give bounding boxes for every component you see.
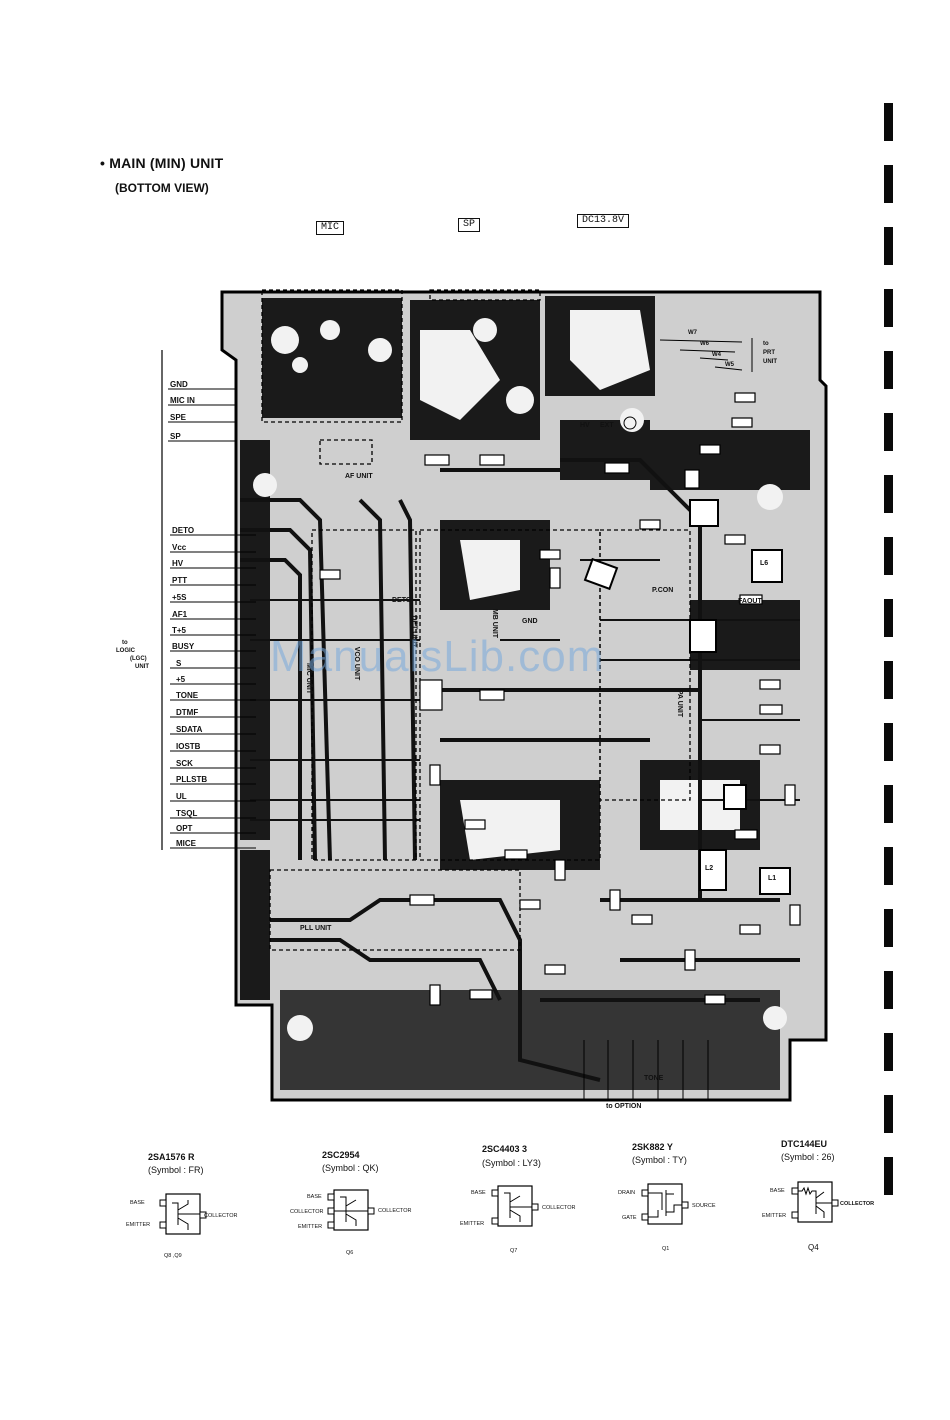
pin-label: PLLSTB — [176, 775, 208, 784]
pin-label: +5 — [176, 675, 186, 684]
logic-abbr-label: (LGC) — [130, 656, 147, 662]
transistor-name: 2SA1576 R — [148, 1152, 195, 1162]
wire-w6-label: W6 — [700, 341, 709, 347]
pcb-board — [161, 289, 828, 1102]
transistor-name: 2SK882 Y — [632, 1142, 673, 1152]
logic-name-label: LOGIC — [116, 648, 135, 654]
binder-holes — [884, 103, 893, 1195]
pin-label: TSQL — [176, 809, 198, 818]
pin-label: SPE — [170, 413, 187, 422]
prt-unit-name: PRT — [763, 350, 775, 356]
prt-unit-label: UNIT — [763, 359, 777, 365]
transistor-ref: Q4 — [808, 1243, 819, 1252]
logic-to-label: to — [122, 640, 128, 646]
pin-label: Vcc — [172, 543, 187, 552]
faout-label: FAOUT — [738, 598, 762, 605]
transistor-symbol: (Symbol : 26) — [781, 1152, 835, 1162]
pin-emitter: EMITTER — [298, 1224, 323, 1230]
pin-label: BUSY — [172, 642, 195, 651]
pin-base: BASE — [130, 1200, 145, 1206]
pin-label: SP — [170, 432, 181, 441]
pa-unit-label: PA UNIT — [676, 689, 684, 718]
transistor-package-icon — [327, 1189, 375, 1231]
pin-gate: GATE — [622, 1215, 637, 1221]
transistor-symbol: (Symbol : QK) — [322, 1163, 379, 1173]
pll-unit-label: PLL UNIT — [300, 925, 332, 932]
pin-label: DETO — [172, 526, 195, 535]
pin-emitter: EMITTER — [762, 1213, 787, 1219]
transistor-symbol: (Symbol : LY3) — [482, 1158, 541, 1168]
pin-label: MICE — [176, 839, 196, 848]
transistor-package-icon — [791, 1181, 839, 1223]
pin-label: AF1 — [172, 610, 188, 619]
transistor-name: 2SC2954 — [322, 1150, 360, 1160]
tone-board-label: TONE — [644, 1075, 664, 1082]
pin-collector: COLLECTOR — [204, 1213, 238, 1219]
pin-label: MIC IN — [170, 396, 195, 405]
option-label: to OPTION — [606, 1103, 642, 1110]
page-title: • MAIN (MIN) UNIT — [100, 155, 224, 171]
logic-unit-label: UNIT — [135, 664, 149, 670]
pin-label: GND — [170, 380, 188, 389]
transistor-symbol: (Symbol : TY) — [632, 1155, 687, 1165]
pcon-label: P.CON — [652, 587, 674, 594]
pin-base: BASE — [307, 1194, 322, 1200]
top-pin-lines — [168, 388, 236, 442]
pin-label: S — [176, 659, 182, 668]
pin-drain: DRAIN — [618, 1190, 636, 1196]
connector-sp-label: SP — [458, 218, 481, 232]
main-pin-lines — [170, 534, 256, 849]
pin-label: HV — [172, 559, 184, 568]
page-subtitle: (BOTTOM VIEW) — [115, 181, 209, 195]
transistor-package-icon — [491, 1185, 539, 1227]
pin-base: BASE — [770, 1188, 785, 1194]
gnd-label: GND — [522, 618, 538, 625]
transistor-ref: Q8 ,Q9 — [164, 1253, 182, 1259]
af-unit-label: AF UNIT — [345, 473, 373, 480]
pin-label: OPT — [176, 824, 193, 833]
pin-collector: COLLECTOR — [378, 1208, 412, 1214]
pin-label: PTT — [172, 576, 188, 585]
pin-label: IOSTB — [176, 742, 201, 751]
wire-w5-label: W5 — [725, 362, 734, 368]
pin-label: DTMF — [176, 708, 199, 717]
transistor-ref: Q6 — [346, 1250, 354, 1256]
transistor-ref: Q7 — [510, 1248, 518, 1254]
pin-collector: COLLECTOR — [290, 1209, 324, 1215]
pin-emitter: EMITTER — [460, 1221, 485, 1227]
option-lines — [583, 1040, 709, 1101]
pin-collector: COLLECTOR — [840, 1201, 875, 1207]
deto-board-label: DETO — [392, 597, 412, 604]
l1-label: L1 — [768, 875, 777, 882]
l2-label: L2 — [705, 865, 714, 872]
connector-dc-label: DC13.8V — [577, 214, 630, 228]
transistor-name: 2SC4403 3 — [482, 1144, 528, 1154]
hv-label: HV — [580, 422, 590, 429]
watermark-text: ManualsLib.com — [270, 632, 605, 681]
pin-label: +5S — [172, 593, 187, 602]
connector-mic-label: MIC — [316, 221, 345, 235]
transistor-name: DTC144EU — [781, 1139, 828, 1149]
l6-label: L6 — [760, 560, 769, 567]
pin-label: TONE — [176, 691, 199, 700]
wire-w4-label: W4 — [712, 352, 721, 358]
pin-collector: COLLECTOR — [542, 1205, 576, 1211]
transistor-package-icon — [159, 1193, 207, 1235]
wire-w7-label: W7 — [688, 330, 697, 336]
pin-label: SDATA — [176, 725, 203, 734]
pin-label: UL — [176, 792, 187, 801]
pin-label: T+5 — [172, 626, 187, 635]
pin-emitter: EMITTER — [126, 1222, 151, 1228]
pin-base: BASE — [471, 1190, 486, 1196]
transistor-package-icon — [641, 1183, 689, 1225]
transistor-symbol: (Symbol : FR) — [148, 1165, 204, 1175]
pin-source: SOURCE — [692, 1203, 716, 1209]
bullet-icon: • — [100, 155, 110, 171]
transistor-ref: Q1 — [662, 1246, 670, 1252]
pin-label: SCK — [176, 759, 193, 768]
ext-label: EXT — [600, 422, 614, 429]
prt-to-label: to — [763, 341, 769, 347]
